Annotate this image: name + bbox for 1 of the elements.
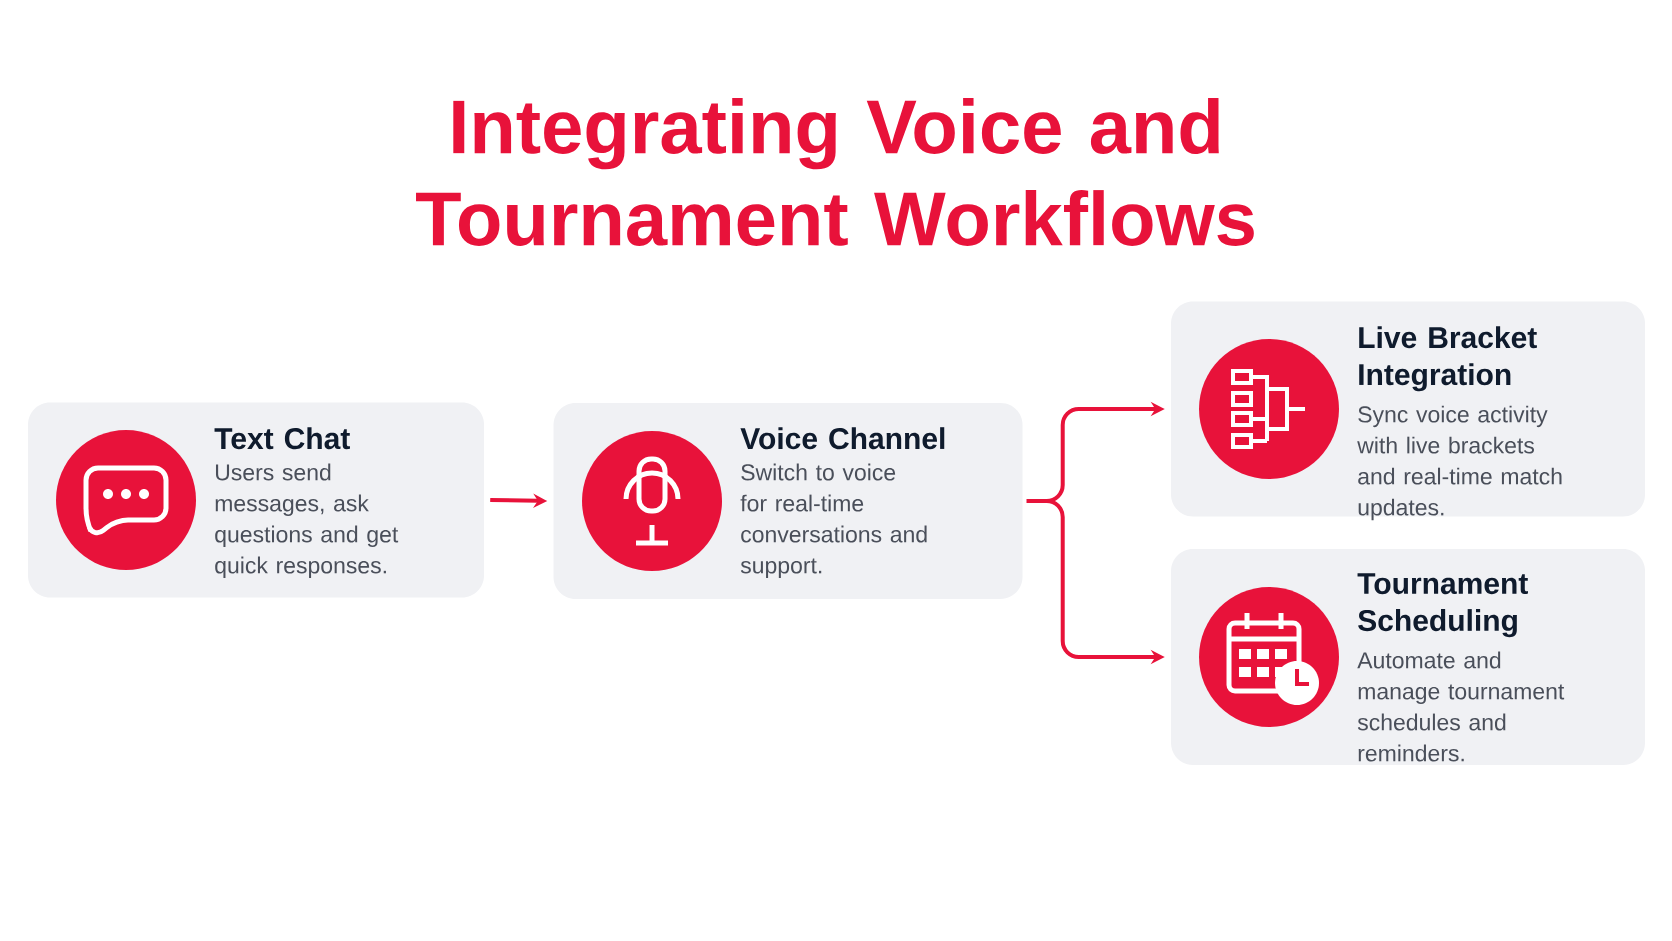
title: Integrating Voice and Tournament Workflows	[416, 98, 1254, 246]
